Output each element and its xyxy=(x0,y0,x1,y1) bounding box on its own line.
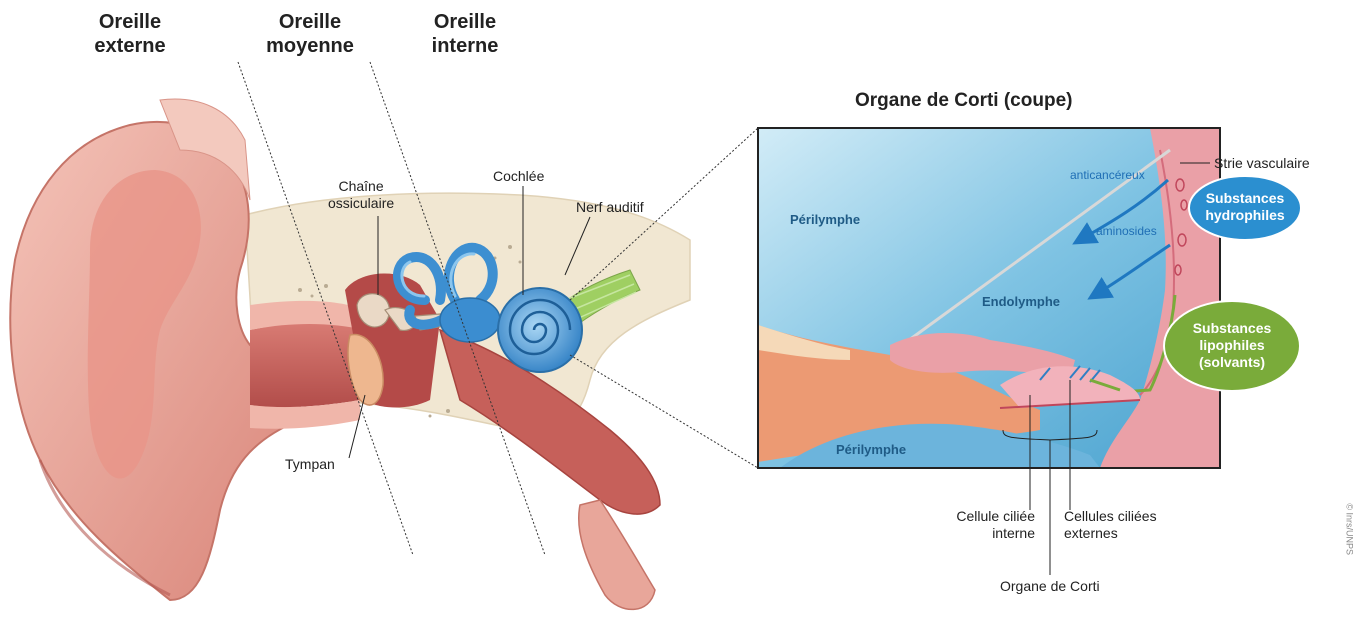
label-anticancer: anticancéreux xyxy=(1070,168,1145,182)
image-credit: © Inrs/UNPS xyxy=(1345,503,1355,555)
header-inner-ear: Oreille interne xyxy=(415,10,515,58)
vestibule xyxy=(440,298,500,342)
label-ossicles: Chaîne ossiculaire xyxy=(328,178,394,212)
label-stria-vascularis: Strie vasculaire xyxy=(1214,155,1310,172)
label-cochlea: Cochlée xyxy=(493,168,544,185)
label-organ-of-corti: Organe de Corti xyxy=(1000,578,1100,595)
label-auditory-nerve: Nerf auditif xyxy=(576,199,644,216)
hydrophilic-text: Substances hydrophiles xyxy=(1189,190,1301,224)
label-perilymph-bottom: Périlymphe xyxy=(836,442,906,457)
header-outer-ear: Oreille externe xyxy=(80,10,180,58)
label-inner-hair-cell: Cellule ciliée interne xyxy=(935,508,1035,542)
tube-end xyxy=(579,500,655,609)
label-endolymph: Endolymphe xyxy=(982,294,1060,309)
ear-canal xyxy=(250,322,360,407)
lipophilic-text: Substances lipophiles (solvants) xyxy=(1164,320,1300,371)
label-perilymph-top: Périlymphe xyxy=(790,212,860,227)
header-middle-ear: Oreille moyenne xyxy=(255,10,365,58)
label-aminosides: aminosides xyxy=(1096,224,1157,238)
label-outer-hair-cells: Cellules ciliées externes xyxy=(1064,508,1157,542)
inset-title: Organe de Corti (coupe) xyxy=(855,90,1072,112)
label-eardrum: Tympan xyxy=(285,456,335,473)
